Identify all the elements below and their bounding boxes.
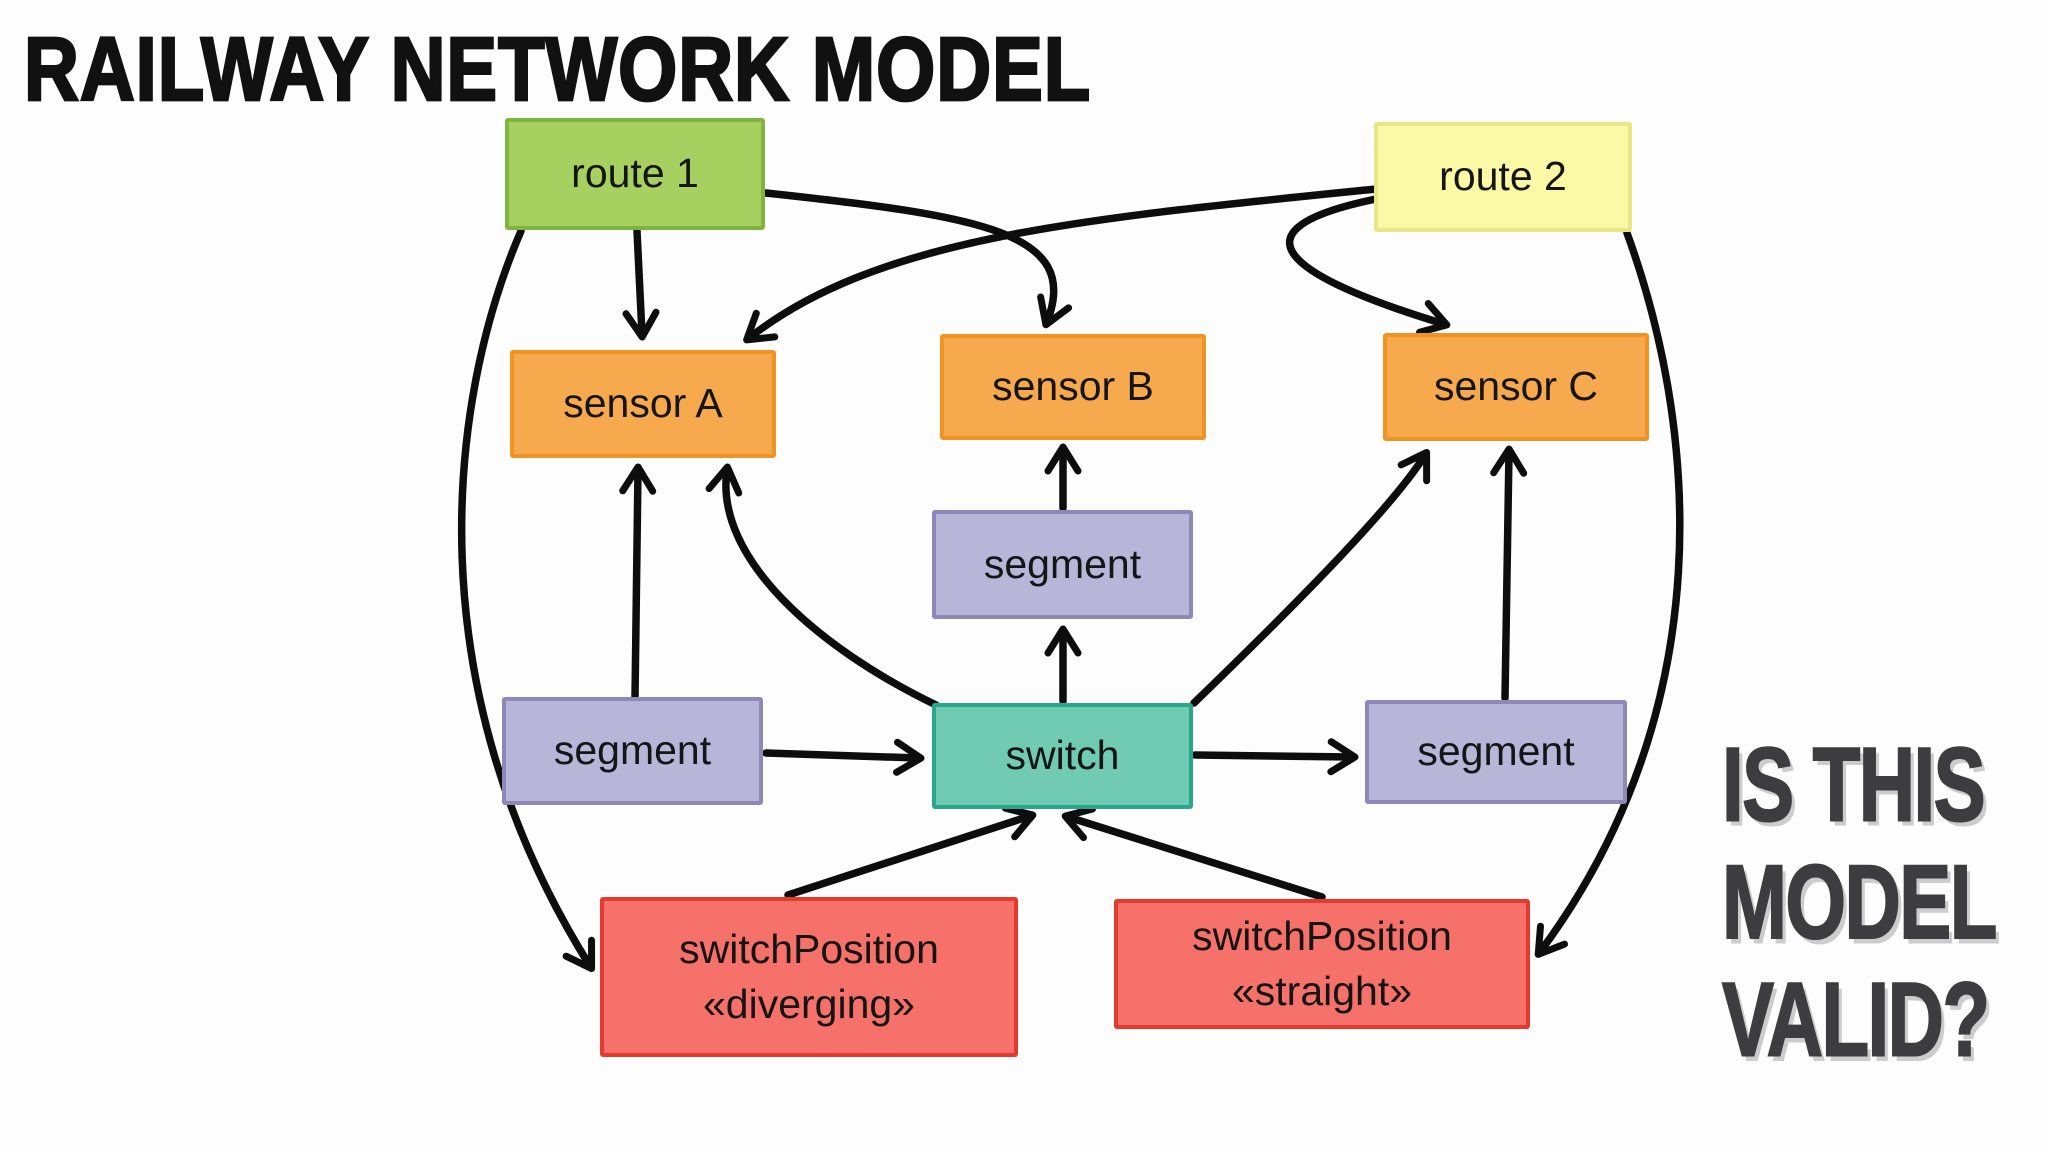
edge-route1-sensorB xyxy=(762,189,1073,329)
node-label: switch xyxy=(1005,732,1120,779)
edge-segmentLeft-sensorA xyxy=(619,463,657,702)
node-label: route 2 xyxy=(1439,153,1567,200)
edge-switchPosDiverging-switch xyxy=(784,804,1037,899)
node-label: switchPosition xyxy=(679,925,939,972)
node-sensor-b: sensor B xyxy=(940,334,1206,440)
edge-route1-switchPosDiverging xyxy=(457,227,596,973)
node-stereotype: «straight» xyxy=(1231,968,1413,1014)
edge-route2-sensorC xyxy=(1285,195,1451,336)
page-title: RAILWAY NETWORK MODEL xyxy=(23,18,1092,120)
node-label: segment xyxy=(1417,728,1575,775)
node-label: sensor B xyxy=(992,363,1154,410)
node-sensor-c: sensor C xyxy=(1383,333,1649,441)
question-line: IS THIS xyxy=(1721,725,1986,845)
node-route-2: route 2 xyxy=(1374,122,1632,232)
node-segment-right: segment xyxy=(1365,700,1627,804)
question-line: MODEL xyxy=(1721,843,1998,963)
node-switch-position-straight: switchPosition «straight» xyxy=(1114,899,1530,1029)
edge-route1-sensorA xyxy=(622,227,660,341)
edge-switch-sensorC xyxy=(1190,448,1431,707)
edge-segmentLeft-switch xyxy=(762,738,925,776)
node-route-1: route 1 xyxy=(505,118,765,230)
node-sensor-a: sensor A xyxy=(510,350,776,458)
edge-segmentRight-sensorC xyxy=(1490,445,1528,702)
edge-switch-segmentRight xyxy=(1191,738,1359,776)
node-label: route 1 xyxy=(571,150,699,197)
node-label: segment xyxy=(983,540,1142,587)
validity-question: IS THIS MODEL VALID? xyxy=(1721,725,1998,1080)
edge-route2-switchPosStraight xyxy=(1534,229,1684,958)
node-stereotype: «diverging» xyxy=(703,981,915,1027)
node-switch-position-diverging: switchPosition «diverging» xyxy=(600,897,1018,1057)
node-label: switchPosition xyxy=(1192,912,1452,959)
question-line: VALID? xyxy=(1721,960,1991,1080)
edge-switch-sensorA xyxy=(705,463,940,709)
edge-switchPosStraight-switch xyxy=(1061,805,1326,901)
node-label: sensor A xyxy=(563,380,723,427)
node-segment-left: segment xyxy=(502,697,763,805)
node-segment-middle: segment xyxy=(932,510,1193,619)
node-label: segment xyxy=(553,727,712,774)
node-switch: switch xyxy=(932,703,1193,809)
node-label: sensor C xyxy=(1433,363,1599,410)
edge-route2-sensorA xyxy=(743,185,1380,344)
